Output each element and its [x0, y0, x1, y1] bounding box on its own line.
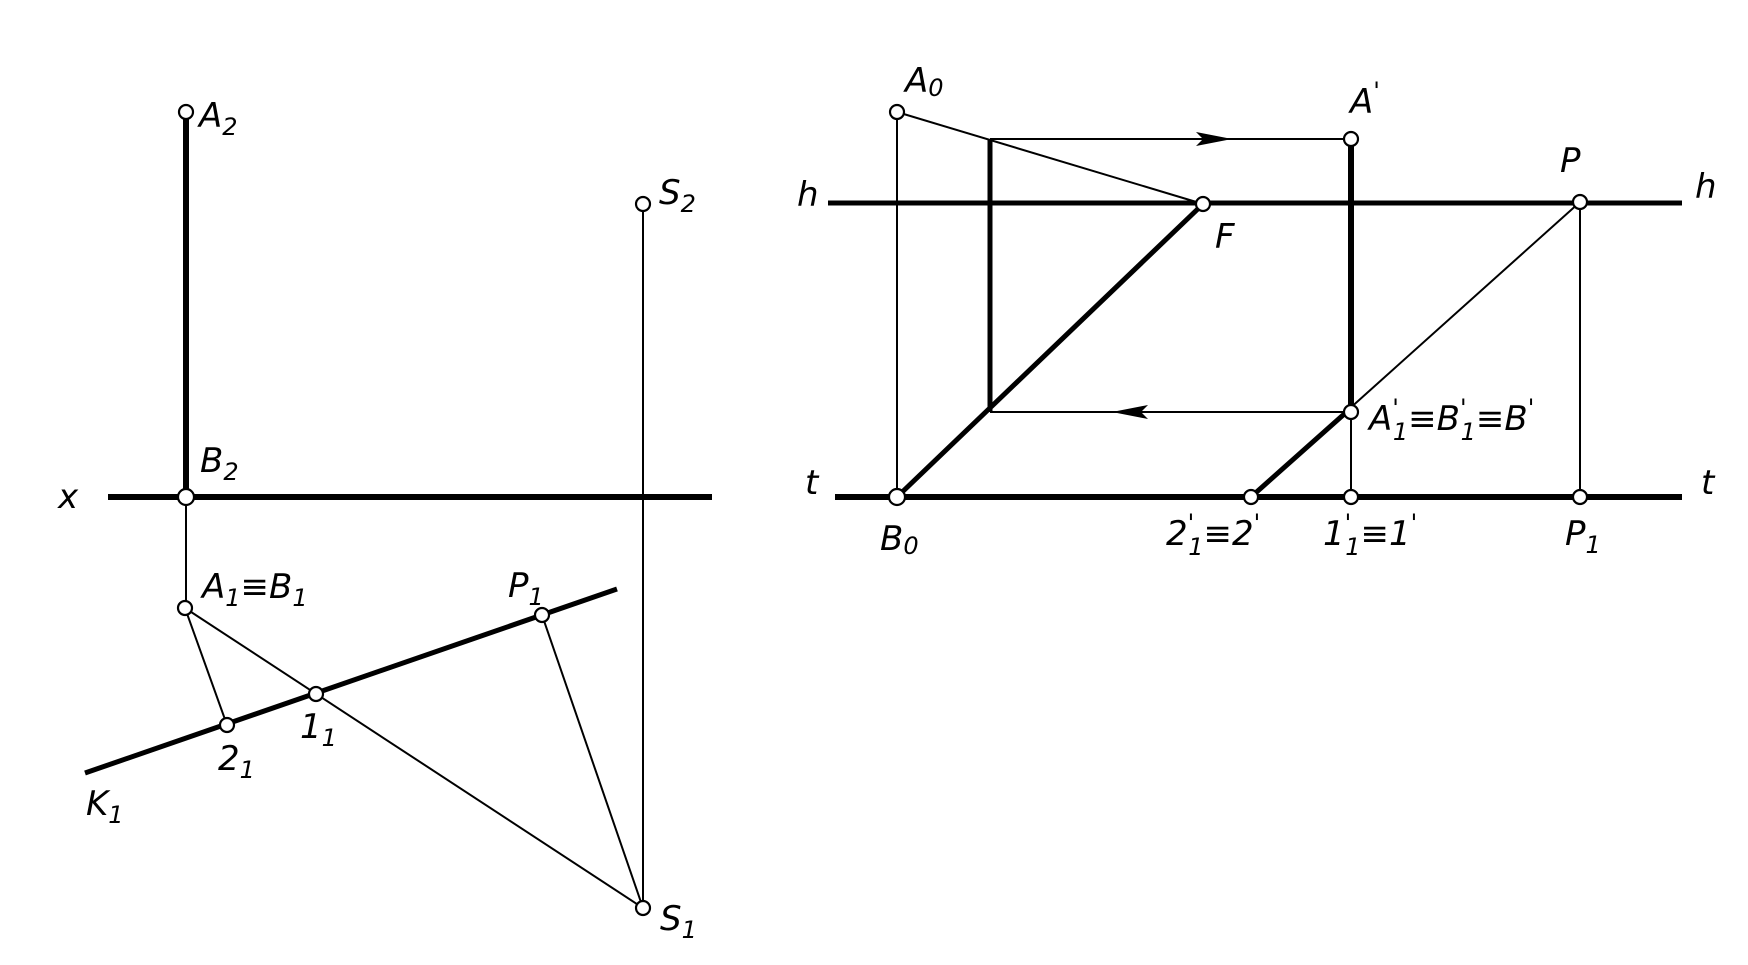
label-a2: A2: [197, 96, 238, 141]
point-2-1: [218, 716, 236, 734]
point-b2: [176, 487, 196, 507]
line-a1p-2p: [1249, 406, 1353, 499]
line-a0-f: [896, 111, 1204, 205]
label-t-right: t: [1701, 463, 1716, 503]
label-a1-b1: A1≡B1: [200, 567, 308, 612]
label-1-prime: 1'1≡1': [1323, 509, 1417, 561]
point-a1-prime: [1342, 403, 1360, 421]
label-b0: B0: [880, 519, 919, 560]
label-2-prime: 2'1≡2': [1166, 509, 1260, 561]
label-b2: B2: [200, 441, 239, 486]
label-h-left: h: [797, 175, 819, 215]
point-1-1: [307, 685, 325, 703]
label-p: P: [1560, 141, 1581, 181]
point-2-prime: [1242, 488, 1260, 506]
line-b0-f: [895, 202, 1205, 499]
label-1-1: 11: [300, 707, 337, 752]
label-t-left: t: [805, 463, 820, 503]
point-a-prime: [1342, 130, 1360, 148]
label-s1: S1: [660, 899, 697, 944]
arrow-right-icon: [1196, 132, 1232, 146]
label-h-right: h: [1695, 167, 1717, 207]
point-f: [1194, 195, 1212, 213]
point-p1-right: [1571, 488, 1589, 506]
left-figure: A2 S2 B2 x A1≡B1 P1 11 21 K1 S1: [57, 96, 712, 944]
point-1-prime: [1342, 488, 1360, 506]
point-p: [1571, 193, 1589, 211]
point-s1: [634, 899, 652, 917]
point-b0: [887, 487, 907, 507]
line-a1-s1: [184, 607, 644, 909]
point-s2: [634, 195, 652, 213]
right-figure: A0 A' h h P F A'1≡B'1≡B' t t B0 2'1≡2' 1…: [797, 61, 1717, 561]
point-a2: [177, 103, 195, 121]
label-a1-b1-b-prime: A'1≡B'1≡B': [1367, 394, 1534, 446]
label-k1: K1: [86, 784, 124, 829]
label-x: x: [57, 477, 79, 517]
label-a-prime: A': [1348, 77, 1380, 122]
label-f: F: [1215, 217, 1235, 257]
point-a0: [888, 103, 906, 121]
k1-line: [84, 586, 618, 776]
line-a1-2-1: [184, 607, 228, 726]
point-a1-b1: [176, 599, 194, 617]
point-p1: [533, 606, 551, 624]
label-a0: A0: [903, 61, 944, 102]
label-p1-right: P1: [1565, 514, 1601, 559]
label-2-1: 21: [218, 739, 255, 784]
label-s2: S2: [659, 173, 696, 218]
label-p1: P1: [508, 566, 544, 611]
arrow-left-icon: [1112, 405, 1148, 419]
line-p1-s1: [541, 614, 644, 909]
